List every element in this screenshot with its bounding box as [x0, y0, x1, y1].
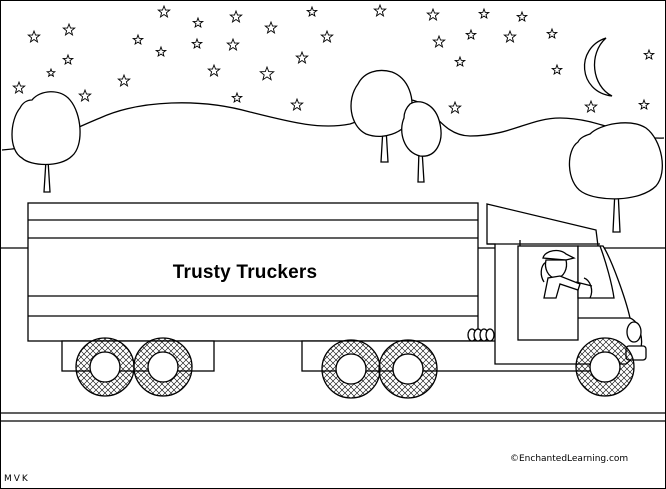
truck-wheels	[75, 337, 635, 399]
star-icon	[448, 100, 462, 114]
star-icon	[27, 29, 41, 43]
star-icon	[432, 34, 446, 48]
star-icon	[61, 53, 75, 66]
artist-signature: MVK	[4, 474, 30, 484]
star-icon	[207, 63, 221, 77]
star-icon	[373, 3, 387, 17]
wheel-icon	[321, 339, 381, 399]
star-icon	[154, 45, 168, 58]
star-icon	[515, 10, 529, 23]
star-icon	[477, 7, 491, 20]
star-icon	[62, 22, 76, 36]
star-icon	[230, 91, 244, 104]
tree-center-left	[350, 69, 413, 163]
tree-left	[11, 91, 81, 193]
star-icon	[117, 73, 131, 87]
star-icon	[229, 9, 243, 23]
star-icon	[642, 48, 656, 61]
star-icon	[453, 55, 467, 68]
star-icon	[503, 29, 517, 43]
star-icon	[295, 50, 309, 64]
wheel-icon	[75, 337, 135, 397]
wheel-icon	[575, 337, 635, 397]
rolling-hills	[1, 99, 665, 151]
star-icon	[320, 29, 334, 43]
star-icon	[190, 37, 204, 50]
trailer-box	[27, 202, 479, 342]
star-icon	[584, 99, 598, 113]
tree-center-right	[401, 101, 442, 183]
night-stars	[12, 3, 656, 114]
star-icon	[78, 88, 92, 102]
star-icon	[290, 97, 304, 111]
star-icon	[259, 65, 275, 81]
trailer-connector-coil	[467, 328, 495, 342]
wheel-icon	[378, 339, 438, 399]
star-icon	[226, 37, 240, 51]
star-icon	[426, 7, 440, 21]
star-icon	[131, 33, 145, 46]
star-icon	[191, 16, 205, 29]
truck-driver	[540, 249, 593, 299]
star-icon	[45, 67, 57, 78]
copyright-notice: ©EnchantedLearning.com	[510, 454, 629, 464]
trailer-label: Trusty Truckers	[172, 262, 318, 283]
star-icon	[264, 20, 278, 34]
star-icon	[545, 27, 559, 40]
star-icon	[157, 4, 171, 18]
tree-right	[568, 122, 663, 233]
star-icon	[12, 80, 26, 94]
star-icon	[464, 28, 478, 41]
star-icon	[550, 63, 564, 76]
star-icon	[305, 5, 319, 18]
wheel-icon	[133, 337, 193, 397]
star-icon	[637, 98, 651, 111]
crescent-moon-icon	[583, 37, 613, 97]
